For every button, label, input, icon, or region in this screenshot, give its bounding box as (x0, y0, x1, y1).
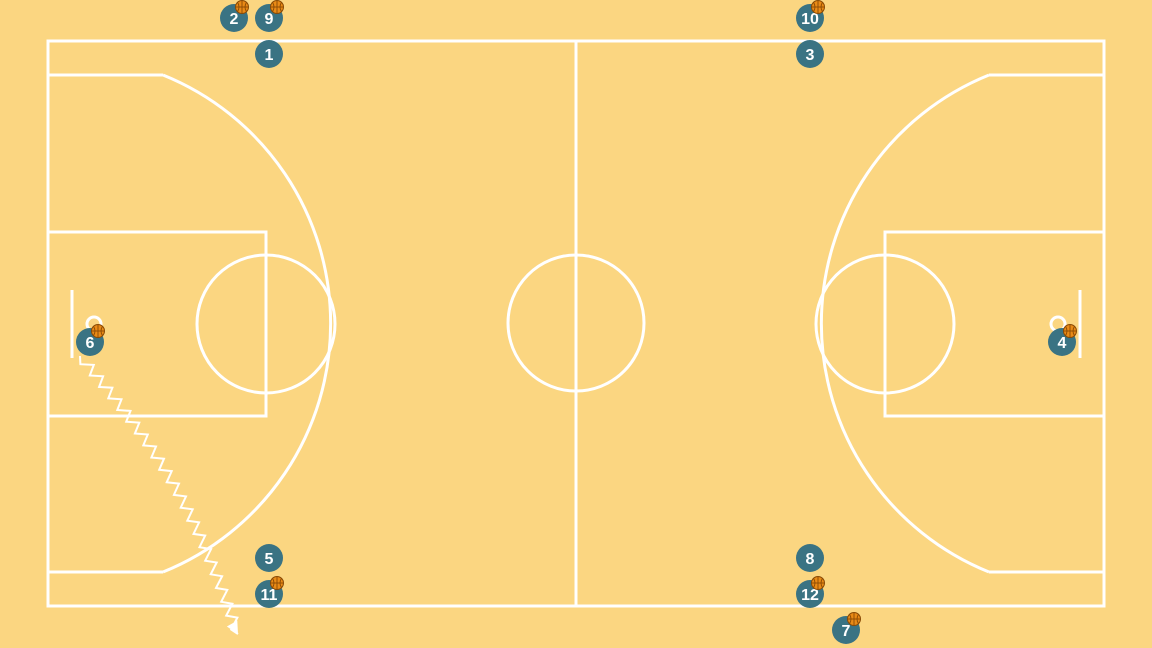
left-free-throw-circle (195, 253, 337, 395)
player-9[interactable]: 9 (255, 0, 284, 33)
court-lines (46, 39, 1106, 608)
player-number: 2 (230, 11, 239, 28)
right-free-throw-circle (814, 253, 956, 395)
player-number: 4 (1058, 335, 1067, 352)
center-circle (506, 253, 646, 393)
player-10[interactable]: 10 (796, 0, 825, 33)
right-three-point-arc (819, 73, 990, 574)
player-number: 5 (265, 551, 274, 568)
player-token (796, 544, 824, 572)
player-4[interactable]: 4 (1048, 324, 1077, 357)
player-number: 3 (806, 47, 815, 64)
player-2[interactable]: 2 (220, 0, 249, 33)
player-1[interactable]: 1 (255, 40, 283, 68)
player-12[interactable]: 12 (796, 576, 825, 609)
left-three-point-arc (162, 73, 333, 574)
player-token (255, 40, 283, 68)
player-number: 1 (265, 47, 274, 64)
player-number: 6 (86, 335, 95, 352)
player-token (796, 40, 824, 68)
basketball-icon (811, 576, 825, 590)
player-8[interactable]: 8 (796, 544, 824, 572)
basketball-icon (91, 324, 105, 338)
left-key (46, 230, 268, 418)
player-3[interactable]: 3 (796, 40, 824, 68)
player-number: 11 (261, 587, 278, 604)
player-7[interactable]: 7 (832, 612, 861, 645)
movement-layer (79, 355, 239, 635)
player-11[interactable]: 11 (255, 576, 284, 609)
basketball-icon (811, 0, 825, 14)
player-number: 10 (801, 11, 819, 28)
player-number: 9 (265, 11, 274, 28)
arrow-head-icon (226, 620, 238, 634)
player-number: 8 (806, 551, 815, 568)
player-number: 12 (801, 587, 819, 604)
basketball-icon (847, 612, 861, 626)
player-5[interactable]: 5 (255, 544, 283, 572)
dribble-path-6 (79, 355, 239, 635)
basketball-icon (1063, 324, 1077, 338)
player-6[interactable]: 6 (76, 324, 105, 357)
basketball-icon (235, 0, 249, 14)
player-number: 7 (842, 623, 851, 640)
player-token (255, 544, 283, 572)
right-key (883, 230, 1106, 418)
basketball-icon (270, 576, 284, 590)
basketball-icon (270, 0, 284, 14)
